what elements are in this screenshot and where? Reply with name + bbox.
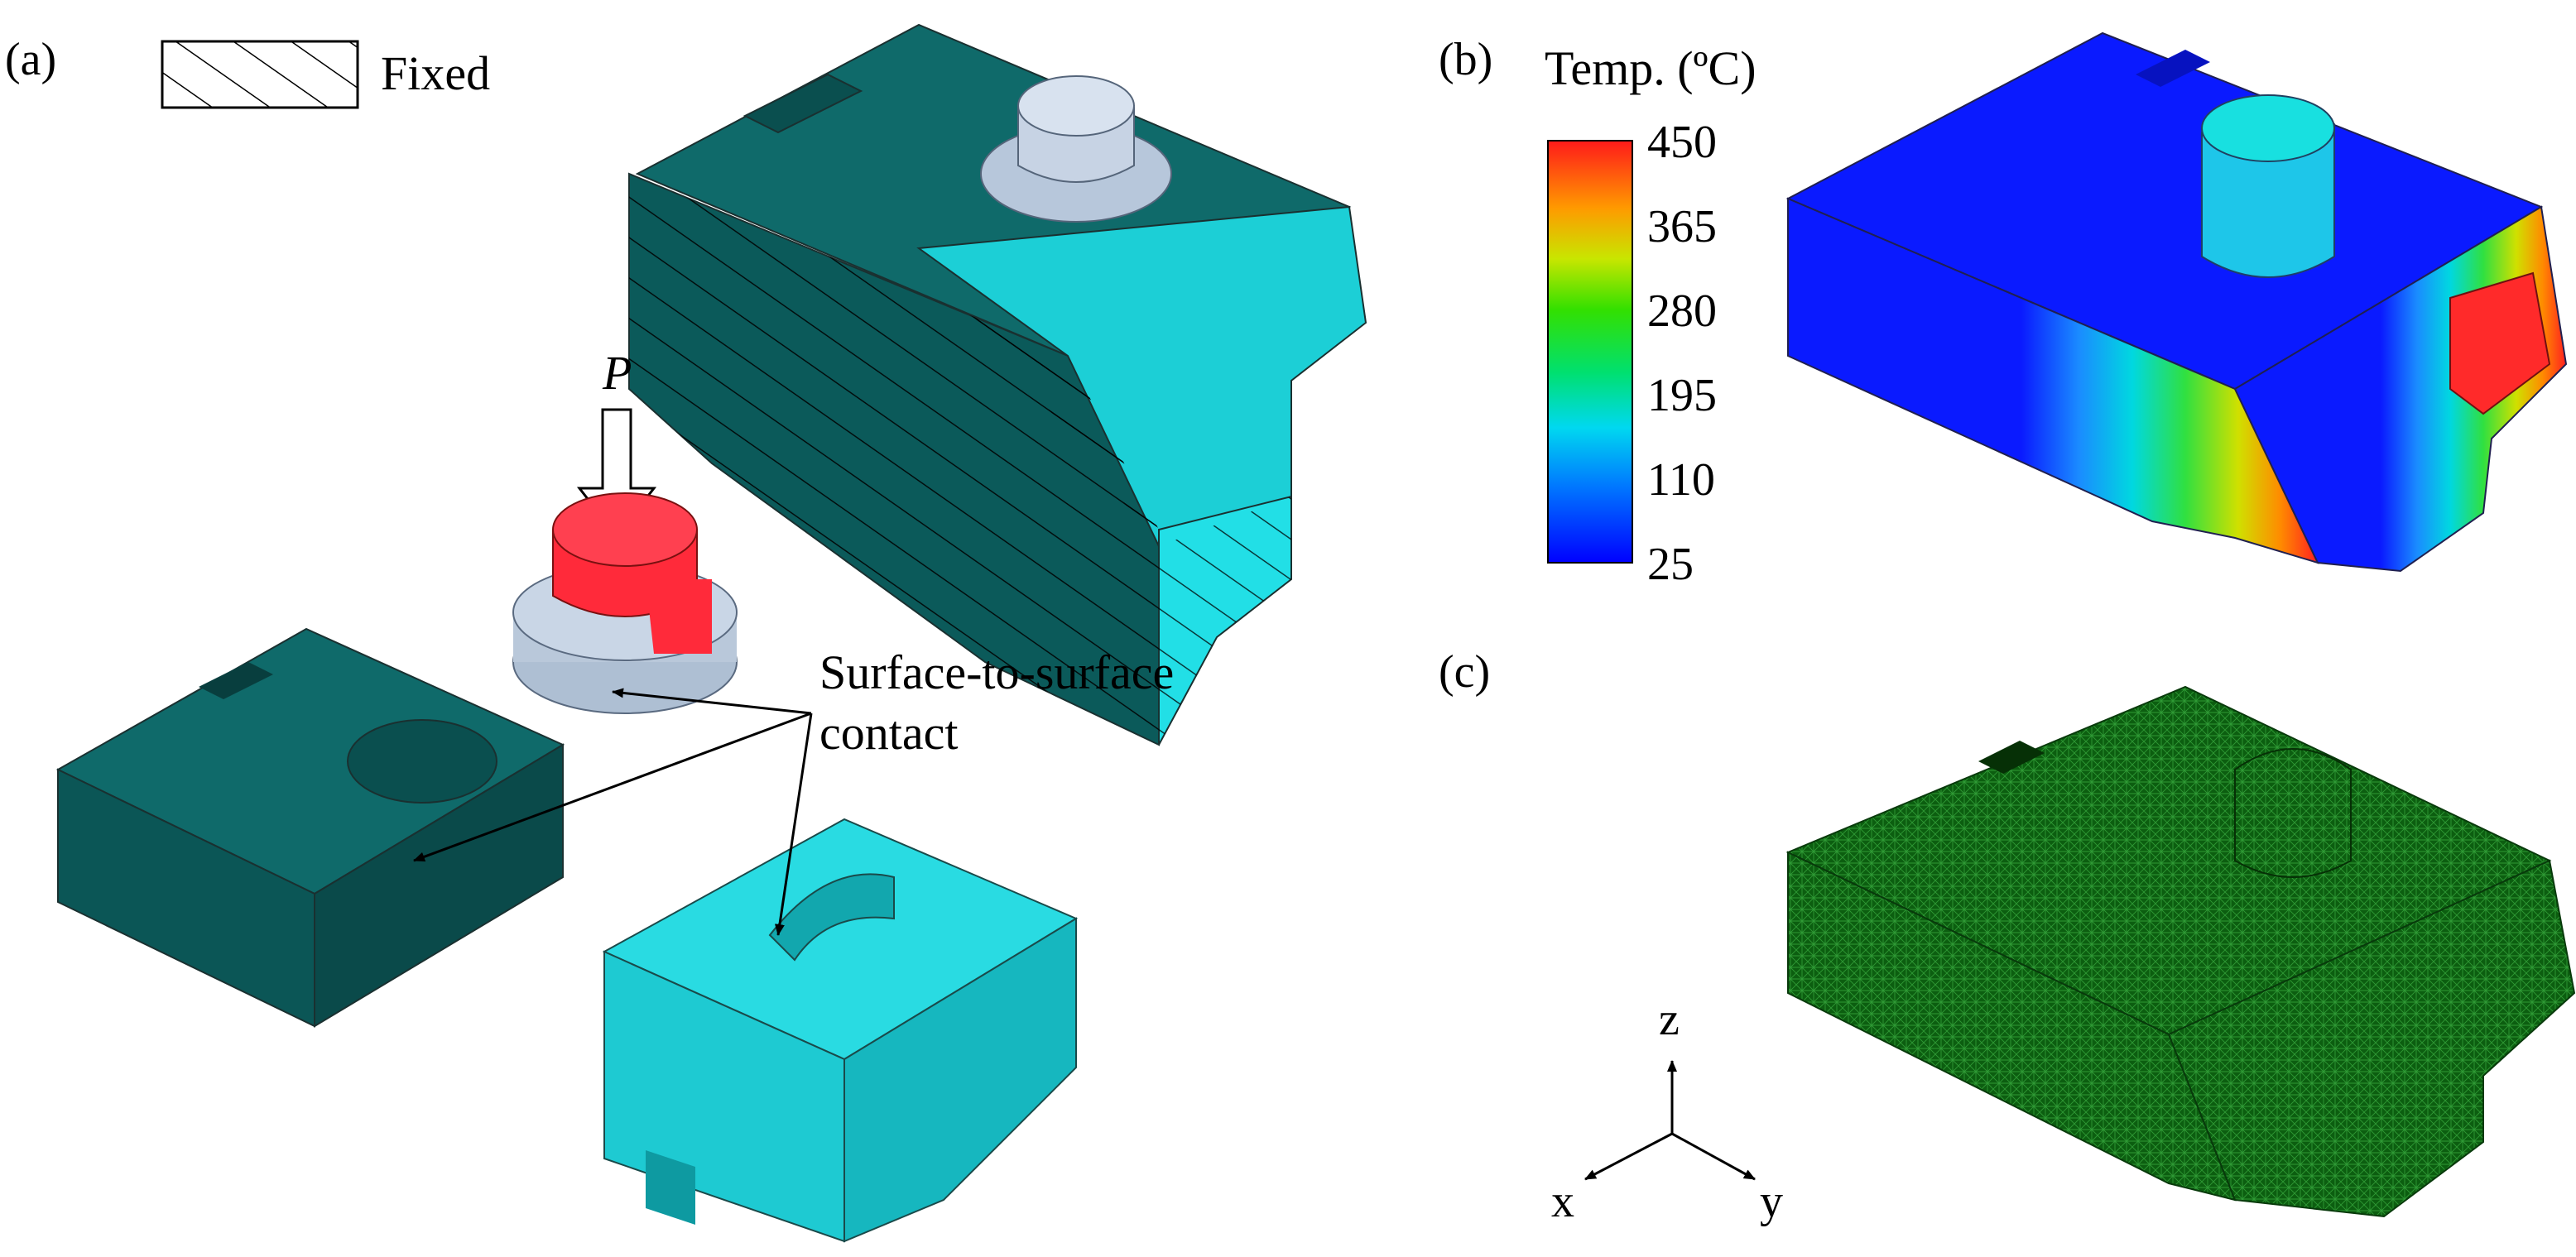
lower-right-die — [602, 818, 1079, 1243]
colorbar-tick-label: 450 — [1647, 117, 1717, 168]
temperature-colorbar — [1547, 140, 1633, 564]
z-axis-label: z — [1659, 994, 1680, 1045]
panel-a: (a) Fixed P — [5, 23, 1367, 1243]
colorbar-title: Temp. (ºC) — [1545, 41, 1757, 95]
panel-c: (c) z x y — [1439, 646, 2576, 1227]
temp-die-notch — [2136, 50, 2210, 87]
panel-c-label: (c) — [1439, 646, 1490, 698]
contact-arrow-right-die — [774, 712, 813, 936]
y-axis-arrow — [1671, 1132, 1756, 1181]
punch — [512, 492, 738, 714]
panel-b: (b) Temp. (ºC) 450 365 280 195 110 25 — [1439, 31, 2568, 590]
upper-die-fixed-hatch-right — [919, 248, 1291, 745]
y-axis-label: y — [1760, 1176, 1783, 1227]
upper-die-assembly — [628, 23, 1367, 746]
panel-a-label: (a) — [5, 34, 56, 85]
lower-left-die-side — [314, 743, 564, 1028]
lower-left-die — [55, 627, 565, 1028]
lower-right-die-slot — [646, 1150, 695, 1225]
fixed-legend-label: Fixed — [381, 46, 490, 100]
lower-left-die-notch — [199, 662, 273, 699]
contact-label-line2: contact — [819, 706, 958, 760]
colorbar-tick-label: 365 — [1647, 201, 1717, 252]
x-axis-arrow — [1584, 1132, 1673, 1181]
lower-right-die-cavity — [768, 873, 895, 962]
mesh-die-boss — [2234, 748, 2352, 878]
contact-arrow-left-die — [413, 712, 812, 862]
colorbar-tick-label: 25 — [1647, 539, 1694, 590]
fixed-legend-swatch — [161, 40, 359, 109]
punch-hot-strip — [646, 579, 712, 654]
colorbar-tick-label: 110 — [1647, 454, 1715, 506]
mesh-die-notch — [1978, 741, 2045, 774]
mesh-die-front-face — [1787, 851, 2237, 1202]
coordinate-axes: z x y — [1551, 994, 1783, 1227]
contact-arrow-punch — [612, 688, 812, 715]
fixed-legend: Fixed — [161, 40, 490, 109]
panel-b-label: (b) — [1439, 34, 1492, 85]
colorbar-tick-label: 280 — [1647, 285, 1717, 337]
punch-hot-top — [552, 492, 698, 567]
contact-label-line1: Surface-to-surface — [819, 645, 1174, 699]
colorbar-tick-label: 195 — [1647, 370, 1717, 421]
upper-die-fixed-hatch — [629, 174, 1159, 745]
upper-punch-top — [1017, 75, 1135, 137]
temp-die-hotspot — [2449, 271, 2551, 415]
temperature-die — [1785, 31, 2568, 573]
lower-right-die-side — [843, 917, 1077, 1243]
mesh-die-side-face — [2167, 859, 2576, 1218]
x-axis-label: x — [1551, 1176, 1574, 1227]
load-label: P — [602, 346, 632, 400]
mesh-die — [1785, 685, 2576, 1218]
colorbar-ticks: 450 365 280 195 110 25 — [1647, 117, 1717, 590]
temp-die-boss-top — [2201, 94, 2335, 162]
lower-left-die-cavity — [347, 719, 497, 804]
contact-annotation: Surface-to-surface contact — [413, 645, 1174, 936]
upper-die-notch — [743, 73, 863, 134]
